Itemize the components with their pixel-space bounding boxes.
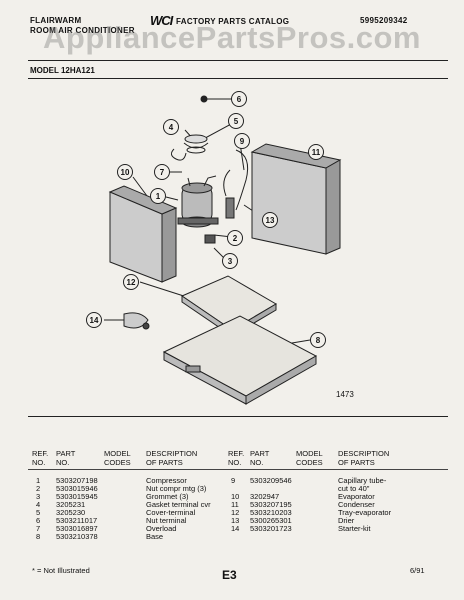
right-ref-header: REF. NO. [228, 449, 245, 467]
callout-14: 14 [90, 316, 99, 325]
callout-4: 4 [169, 123, 174, 132]
brand-line1: FLAIRWARM [30, 16, 82, 25]
callout-9: 9 [240, 137, 245, 146]
left-header-rule [28, 469, 228, 470]
catalog-part-number: 5995209342 [360, 16, 408, 25]
callout-10: 10 [121, 168, 130, 177]
not-illustrated-note: * = Not Illustrated [32, 566, 90, 575]
callout-7: 7 [160, 168, 165, 177]
callout-8: 8 [316, 336, 321, 345]
brand-line2: ROOM AIR CONDITIONER [30, 26, 135, 35]
left-ref-header: REF. NO. [32, 449, 49, 467]
model-rule [28, 78, 448, 79]
header-rule [28, 60, 448, 61]
left-part-header: PART NO. [56, 449, 76, 467]
wci-logo: WCI [150, 13, 173, 28]
model-label: MODEL 12HA121 [30, 66, 95, 75]
watermark: AppliancePartsPros.com [43, 20, 421, 55]
callout-3: 3 [228, 257, 233, 266]
callout-6: 6 [237, 95, 242, 104]
right-header-rule [226, 469, 448, 470]
page-code: E3 [222, 568, 237, 582]
left-desc-header: DESCRIPTION OF PARTS [146, 449, 198, 467]
exploded-parts-diagram: 6 5 4 9 11 7 10 1 13 2 3 12 14 8 [86, 91, 342, 405]
catalog-date: 6/91 [410, 566, 425, 575]
callout-12: 12 [127, 278, 136, 287]
right-model-header: MODEL CODES [296, 449, 323, 467]
catalog-title: FACTORY PARTS CATALOG [176, 17, 290, 26]
brand-block: FLAIRWARM ROOM AIR CONDITIONER [30, 16, 135, 36]
right-desc-header: DESCRIPTION OF PARTS [338, 449, 390, 467]
callout-1: 1 [156, 192, 161, 201]
table-rule [28, 416, 448, 417]
left-model-header: MODEL CODES [104, 449, 131, 467]
callout-13: 13 [266, 216, 275, 225]
figure-number: 1473 [336, 390, 354, 399]
callout-2: 2 [233, 234, 238, 243]
callout-5: 5 [234, 117, 239, 126]
right-part-header: PART NO. [250, 449, 270, 467]
callout-11: 11 [312, 148, 321, 157]
